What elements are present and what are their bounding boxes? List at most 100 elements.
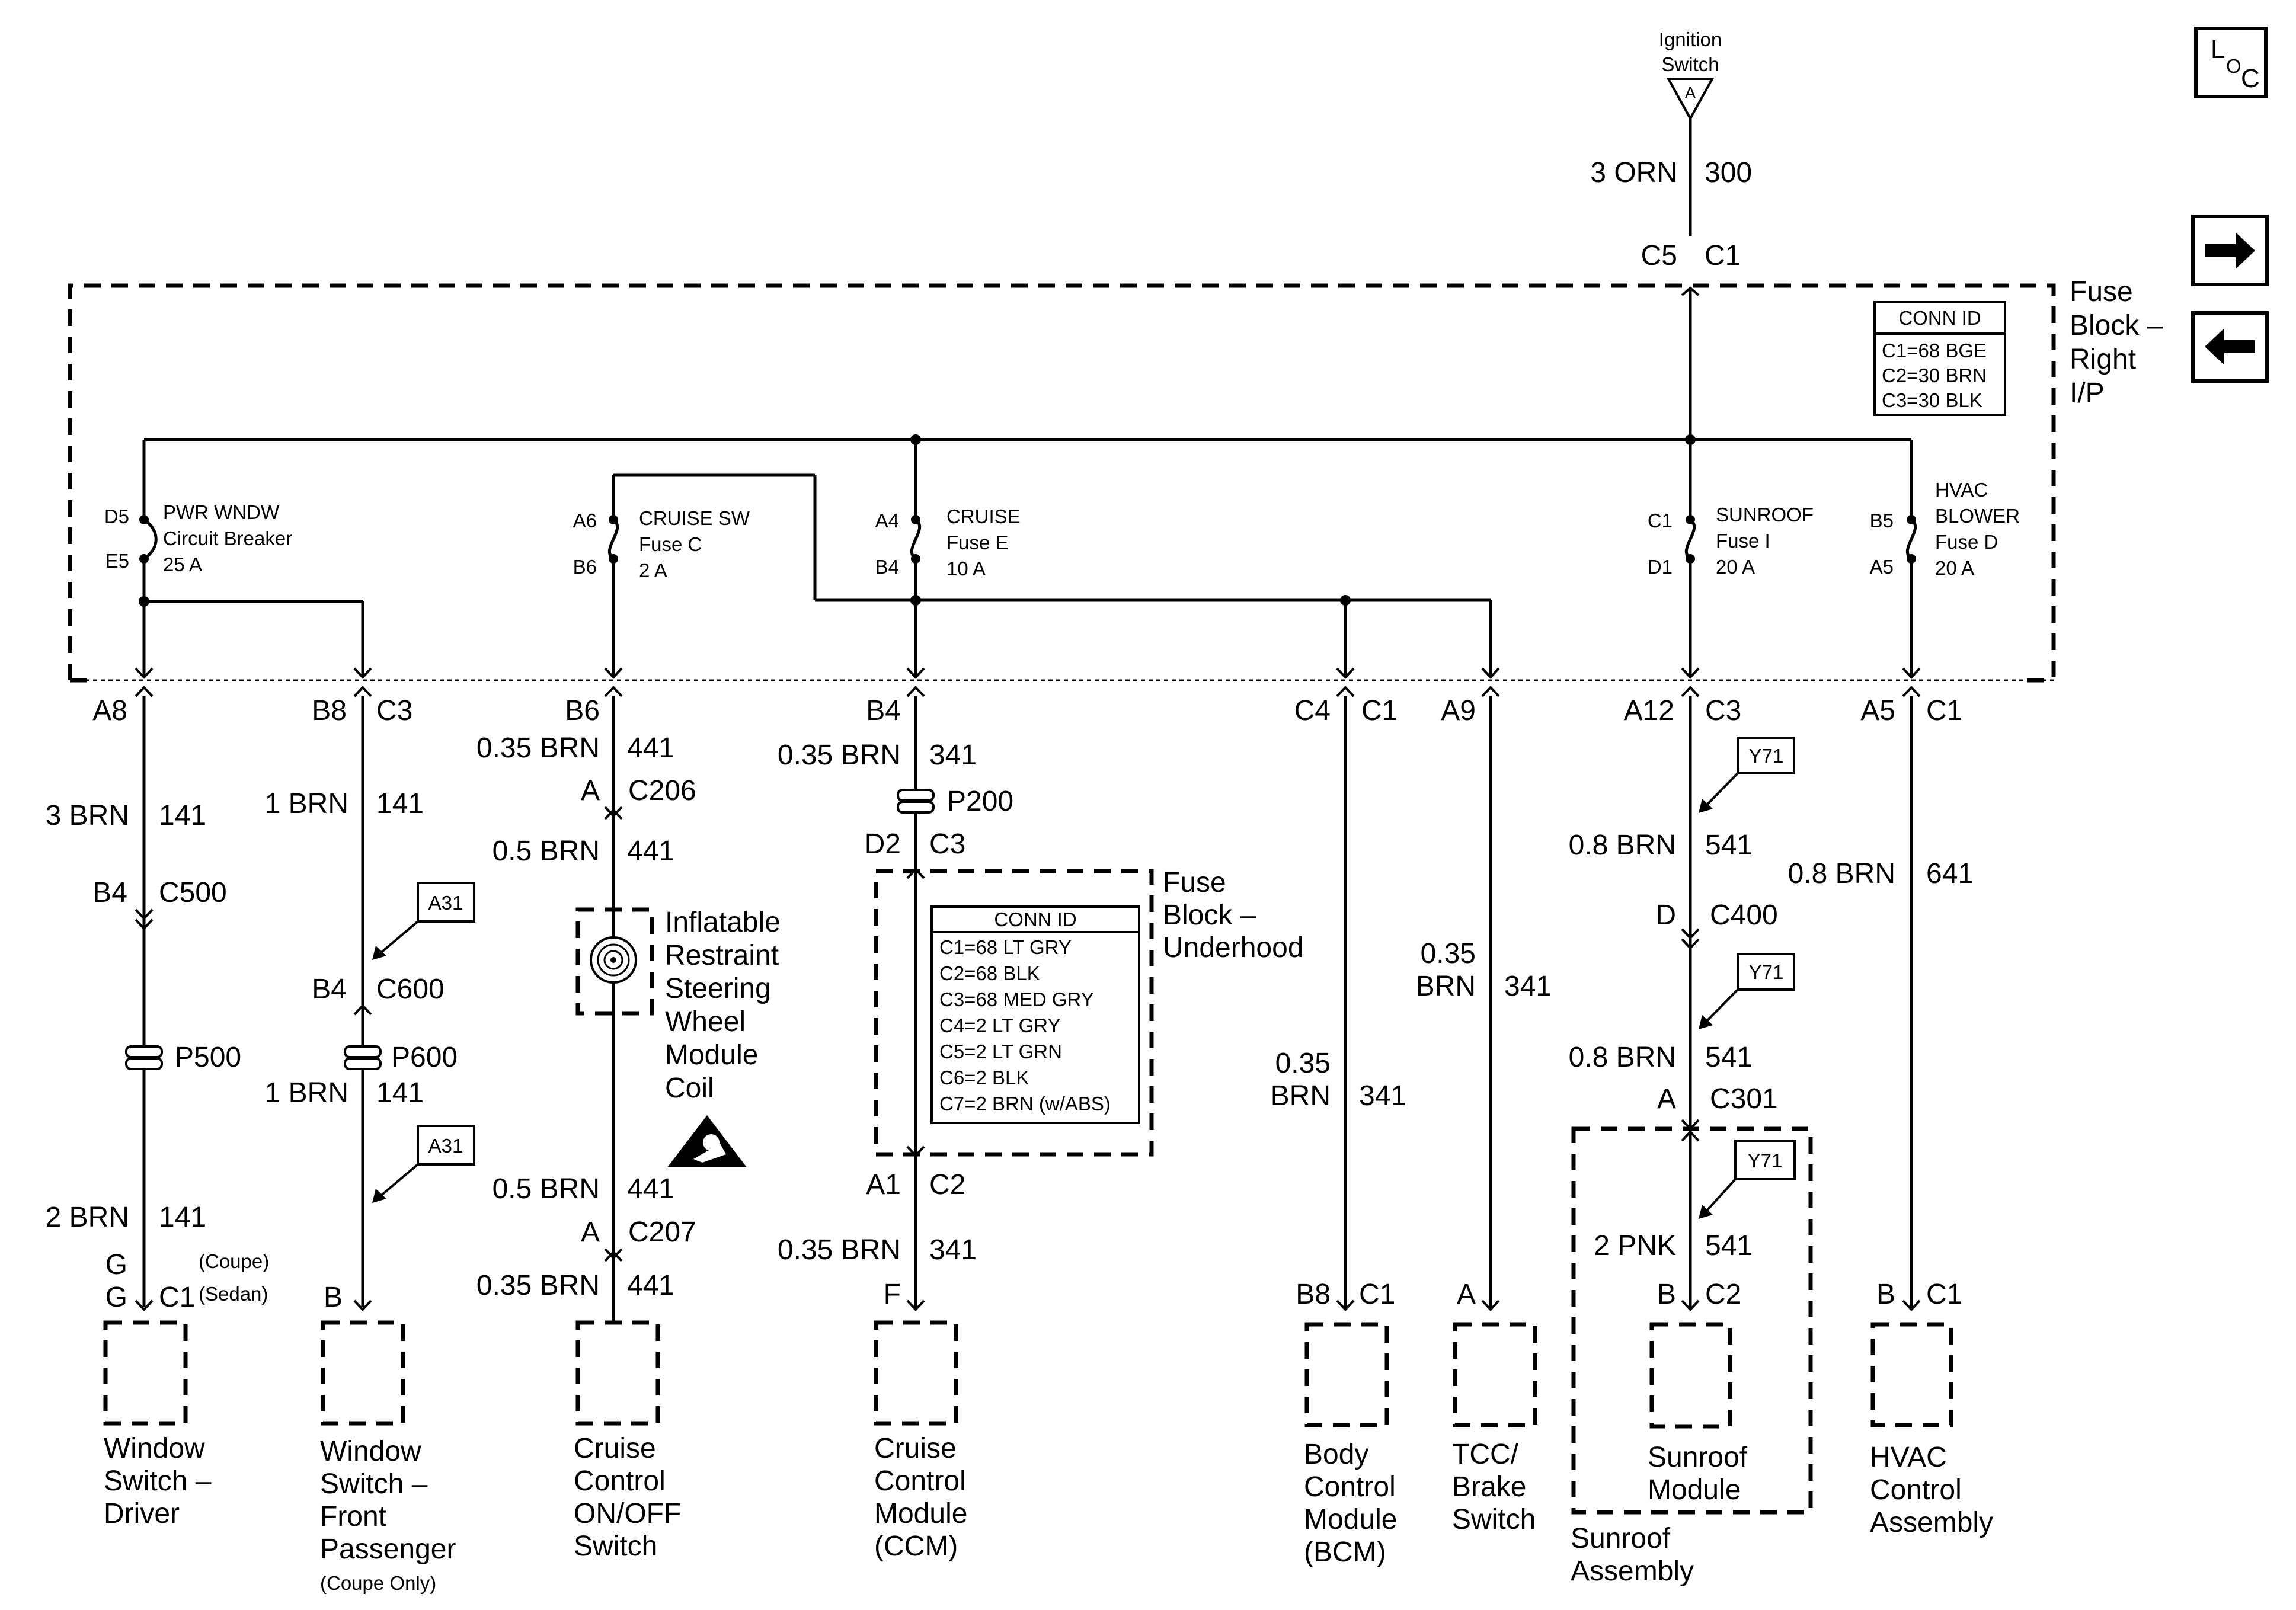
fuse-block-title: Underhood xyxy=(1163,932,1304,964)
component-label: Window xyxy=(320,1436,421,1467)
reference-tag[interactable]: A31 xyxy=(417,882,475,923)
component-box xyxy=(1304,1322,1389,1427)
output-connector: C3 xyxy=(1705,695,1741,726)
coil-label: Inflatable xyxy=(665,907,781,938)
connector-mark xyxy=(1681,1299,1700,1311)
fuse-pin-out: B4 xyxy=(875,556,899,578)
wire-color: BRN xyxy=(1271,1080,1331,1112)
svg-text:Y71: Y71 xyxy=(1748,1150,1783,1172)
connector-id: C301 xyxy=(1710,1083,1778,1115)
circuit-number: 341 xyxy=(1504,971,1552,1002)
assembly-label: Sunroof xyxy=(1571,1523,1671,1554)
fuse-terminal xyxy=(609,515,618,524)
component-label: Brake xyxy=(1452,1471,1526,1503)
wire-color: 0.35 BRN xyxy=(477,1270,600,1301)
wire-color: BRN xyxy=(1416,971,1476,1002)
circuit-number: 541 xyxy=(1705,1230,1753,1262)
conn-id-table: CONN ID C1=68 LT GRY C2=68 BLK C3=68 MED… xyxy=(930,905,1140,1124)
connector-id: C206 xyxy=(628,775,696,806)
wire-color: 0.8 BRN xyxy=(1569,830,1676,861)
next-page-button[interactable] xyxy=(2191,215,2269,286)
component-label: Sunroof xyxy=(1648,1442,1748,1473)
circuit-number: 141 xyxy=(376,788,424,820)
svg-text:A31: A31 xyxy=(428,1135,463,1157)
fuse-rating: 25 A xyxy=(163,553,202,575)
fuse-block-title: I/P xyxy=(2070,377,2105,409)
fuse-terminal xyxy=(1907,515,1916,524)
svg-text:C: C xyxy=(2241,64,2260,93)
connector-mark xyxy=(135,1299,154,1311)
component-label: (BCM) xyxy=(1304,1537,1386,1568)
fuse-pin-in: C1 xyxy=(1648,510,1673,532)
fuse-type: Circuit Breaker xyxy=(163,527,292,549)
connector-pin: B xyxy=(324,1282,343,1313)
fuse-type: Fuse I xyxy=(1716,530,1770,552)
loc-button[interactable]: L O C xyxy=(2194,27,2268,98)
component-box xyxy=(321,1320,405,1426)
connector-id: C1 xyxy=(159,1282,195,1313)
connector-arrows xyxy=(135,667,1921,697)
component-label: Switch – xyxy=(320,1468,428,1500)
connector-pin: B xyxy=(1876,1279,1895,1310)
component-box xyxy=(103,1320,188,1426)
component-box xyxy=(575,1320,660,1426)
fuse-icon xyxy=(910,518,922,561)
wire-color: 0.35 xyxy=(1421,938,1476,969)
reference-tag[interactable]: Y71 xyxy=(1737,737,1795,774)
connector-mark xyxy=(135,908,154,930)
circuit-number: 341 xyxy=(929,740,977,771)
svg-text:Y71: Y71 xyxy=(1749,961,1784,983)
fuse-name: SUNROOF xyxy=(1716,504,1814,526)
fuse-rating: 2 A xyxy=(639,559,667,581)
connector-pin: G xyxy=(105,1282,127,1313)
previous-page-button[interactable] xyxy=(2191,311,2269,383)
ignition-switch: Ignition Switch A xyxy=(1659,28,1722,121)
coil-label: Coil xyxy=(665,1073,714,1104)
connector-id: C3 xyxy=(929,828,965,860)
circuit-number: 141 xyxy=(159,800,206,831)
wire-color: 0.8 BRN xyxy=(1788,858,1895,889)
fuse-type: Fuse C xyxy=(639,533,702,555)
svg-text:C6=2 BLK: C6=2 BLK xyxy=(939,1067,1029,1089)
circuit-number: 300 xyxy=(1705,157,1752,188)
component-label: Control xyxy=(1304,1471,1396,1503)
connector-id: C1 xyxy=(1705,240,1741,271)
component-label: Body xyxy=(1304,1439,1368,1470)
component-box xyxy=(1649,1322,1732,1429)
connector-mark xyxy=(1336,1299,1355,1311)
connector-id: C2 xyxy=(1705,1279,1741,1310)
output-pin: B4 xyxy=(866,695,901,726)
svg-text:C1=68 BGE: C1=68 BGE xyxy=(1882,340,1987,361)
fuse-pin-out: A5 xyxy=(1870,556,1894,578)
output-pin: A12 xyxy=(1624,695,1674,726)
airbag-warning-icon xyxy=(667,1115,747,1167)
reference-tag[interactable]: Y71 xyxy=(1737,953,1795,991)
connector-mark xyxy=(1681,928,1700,950)
svg-text:C7=2 BRN (w/ABS): C7=2 BRN (w/ABS) xyxy=(939,1093,1111,1115)
svg-text:Y71: Y71 xyxy=(1749,745,1784,767)
fuse-terminal xyxy=(1686,515,1695,524)
reference-tag[interactable]: Y71 xyxy=(1734,1140,1796,1180)
connector-pin: A xyxy=(581,1217,600,1248)
connector-id: C207 xyxy=(628,1217,696,1248)
fuse-terminal xyxy=(911,554,920,564)
connector-id: C2 xyxy=(929,1169,965,1201)
sunroof-assembly xyxy=(1571,1119,1813,1515)
arrow-right-icon xyxy=(2205,232,2255,269)
arrow-left-icon xyxy=(2205,328,2255,365)
reference-tag[interactable]: A31 xyxy=(417,1125,475,1166)
circuit-number: 141 xyxy=(376,1077,424,1109)
svg-text:Ignition: Ignition xyxy=(1659,28,1722,50)
component-label: Switch xyxy=(1452,1504,1536,1535)
connector-mark xyxy=(353,1299,372,1311)
output-connector: C1 xyxy=(1926,695,1962,726)
fuse-block-title: Block – xyxy=(1163,900,1256,931)
svg-text:L: L xyxy=(2211,35,2225,64)
svg-text:CONN ID: CONN ID xyxy=(1898,307,1981,329)
wire-color: 0.35 BRN xyxy=(778,740,901,771)
fuse-name: CRUISE SW xyxy=(639,507,750,529)
fuse-pin-out: D1 xyxy=(1648,556,1673,578)
connector-pin: B4 xyxy=(312,974,347,1005)
splice-pack-icon xyxy=(344,1045,382,1070)
output-pin: B8 xyxy=(312,695,347,726)
